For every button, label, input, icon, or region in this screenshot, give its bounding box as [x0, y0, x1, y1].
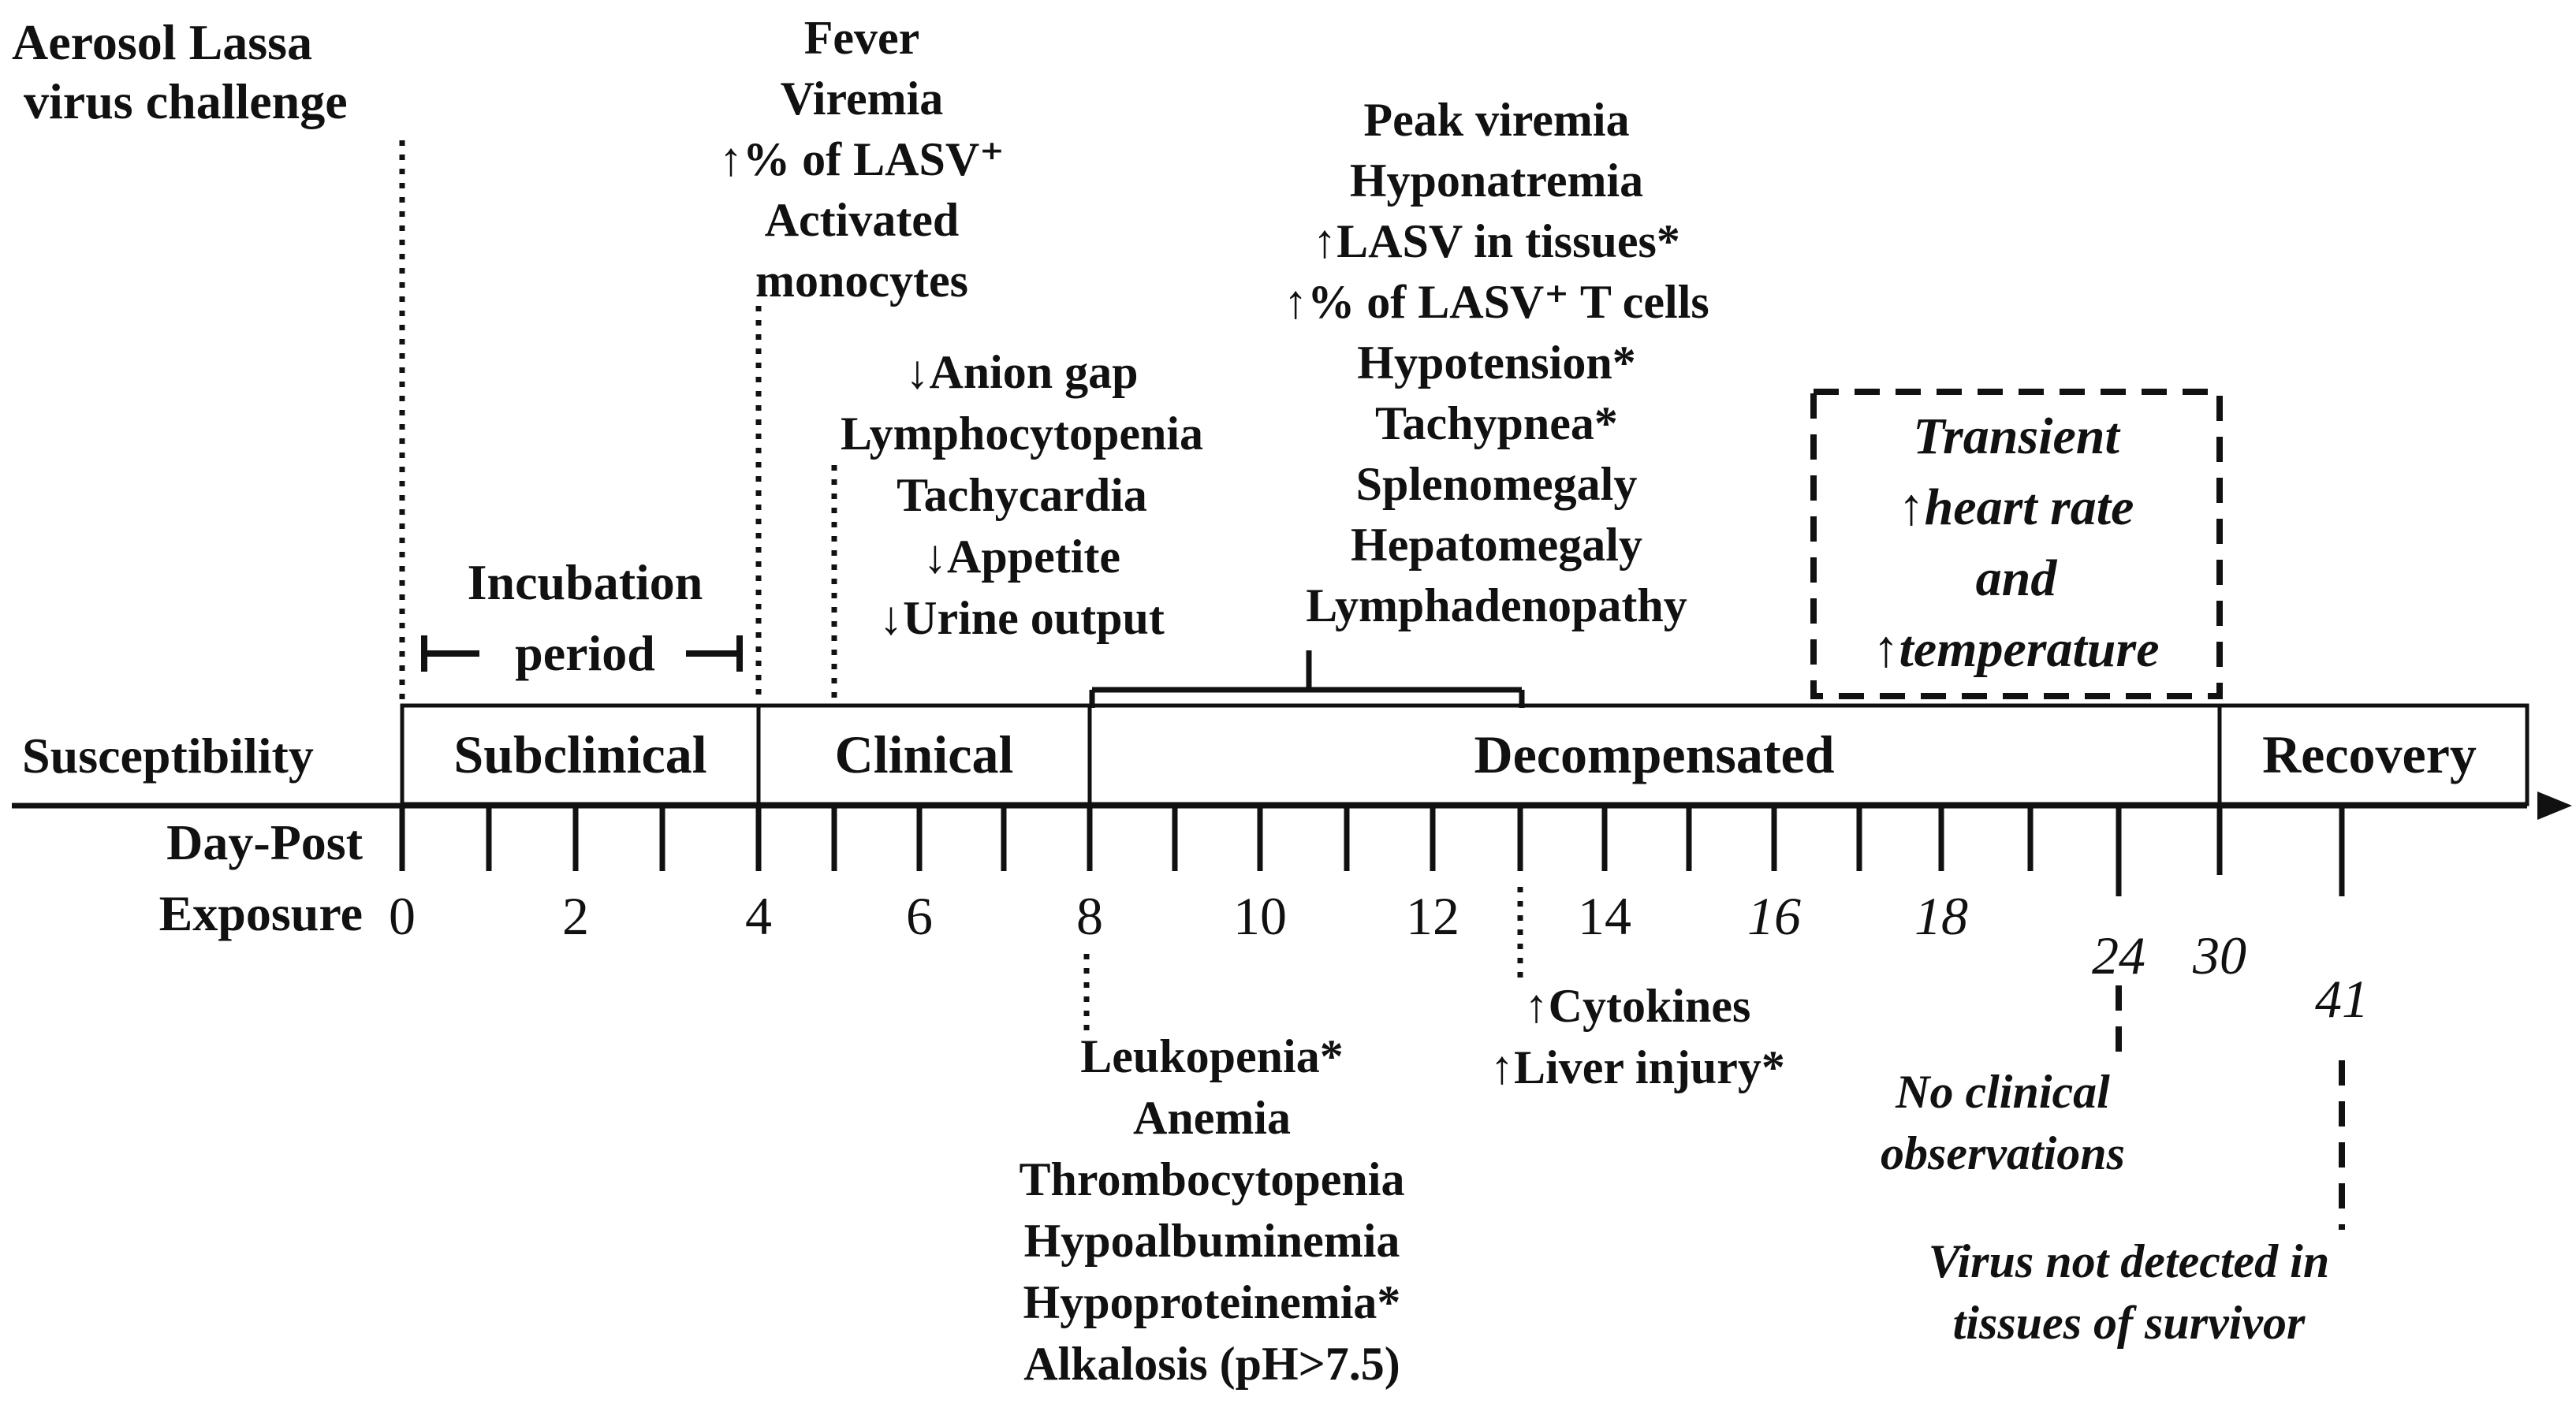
incubation-label: Incubation period	[468, 554, 703, 681]
annotation-day24-below: No clinical observations	[1881, 1066, 2125, 1179]
annotation-day8-below-line-4: Hypoalbuminemia	[1024, 1215, 1400, 1267]
tick-label-4: 4	[745, 886, 772, 946]
annotation-day24-below-line-2: observations	[1881, 1127, 2125, 1179]
annotation-transient-line-4: ↑temperature	[1873, 620, 2160, 678]
dashed-guides	[1810, 389, 2345, 1230]
annotation-day4-line-1: Fever	[804, 12, 920, 64]
tick-label-30: 30	[2192, 925, 2246, 985]
annotation-day8-13-line-2: Hyponatremia	[1350, 155, 1643, 207]
annotation-day8-13-line-6: Tachypnea*	[1375, 397, 1618, 449]
annotation-day5-line-2: Lymphocytopenia	[841, 408, 1203, 460]
annotation-day8-below-line-1: Leukopenia*	[1080, 1030, 1343, 1082]
annotation-day8-13-line-8: Hepatomegaly	[1351, 519, 1642, 571]
annotation-day8-below-line-6: Alkalosis (pH>7.5)	[1023, 1338, 1400, 1390]
incubation-label-line-2: period	[515, 625, 655, 681]
annotation-day5-line-3: Tachycardia	[897, 469, 1147, 521]
axis-title-line-1: Day-Post	[166, 814, 363, 870]
axis-arrowhead	[2537, 791, 2572, 820]
tick-label-14: 14	[1578, 886, 1631, 946]
axis-ticks	[399, 806, 2345, 896]
annotation-day8-below-line-2: Anemia	[1133, 1092, 1291, 1144]
annotation-day8-13-line-7: Splenomegaly	[1356, 458, 1638, 510]
annotation-day13-below-line-1: ↑Cytokines	[1525, 980, 1751, 1032]
annotation-day4-line-5: monocytes	[755, 255, 968, 307]
annotation-day4-line-2: Viremia	[781, 73, 944, 125]
incubation-label-line-1: Incubation	[468, 554, 703, 610]
tick-label-0: 0	[389, 886, 416, 946]
transient-box	[1810, 389, 2223, 699]
tick-label-8: 8	[1076, 886, 1103, 946]
annotation-day41-below: Virus not detected in tissues of survivor	[1929, 1235, 2329, 1349]
annotation-day8-13-line-5: Hypotension*	[1357, 337, 1635, 389]
annotation-day8-below: Leukopenia* AnemiaThrombocytopeniaHypoalb…	[1020, 1030, 1405, 1390]
annotation-day4-line-4: Activated	[765, 194, 960, 246]
start-label: Aerosol Lassa virus challenge	[12, 14, 348, 129]
annotation-transient-line-2: ↑heart rate	[1899, 479, 2134, 536]
axis-title-line-2: Exposure	[159, 885, 363, 941]
annotation-day8-13-line-4: ↑% of LASV⁺ T cells	[1284, 276, 1709, 328]
tick-label-10: 10	[1233, 886, 1287, 946]
annotation-day24-below-line-1: No clinical	[1895, 1066, 2110, 1118]
tick-label-6: 6	[906, 886, 933, 946]
annotation-day41-below-line-1: Virus not detected in	[1929, 1235, 2329, 1287]
annotation-transient: Transient ↑heart rate and ↑temperature	[1873, 408, 2160, 678]
annotation-day8-below-line-5: Hypoproteinemia*	[1023, 1276, 1401, 1328]
phase-bar: Subclinical Clinical Decompensated Recov…	[400, 703, 2529, 806]
tick-label-2: 2	[562, 886, 589, 946]
tick-label-16: 16	[1747, 886, 1801, 946]
annotation-day8-below-line-3: Thrombocytopenia	[1020, 1153, 1405, 1205]
dotted-guides	[399, 140, 1523, 1033]
tick-label-12: 12	[1406, 886, 1459, 946]
timeline-axis	[12, 791, 2572, 896]
phase-label-decompensated: Decompensated	[1474, 724, 1834, 784]
annotation-transient-line-3: and	[1976, 549, 2058, 607]
annotation-day13-below-line-2: ↑Liver injury*	[1490, 1041, 1785, 1093]
annotation-day8-13-line-3: ↑LASV in tissues*	[1313, 215, 1680, 267]
axis-title: Day-Post Exposure	[159, 814, 363, 941]
annotation-day13-below: ↑Cytokines ↑Liver injury*	[1490, 980, 1785, 1093]
incubation-bracket	[421, 635, 743, 672]
annotation-transient-line-1: Transient	[1913, 408, 2120, 465]
start-label-line-2: virus challenge	[24, 73, 348, 129]
tick-label-18: 18	[1914, 886, 1968, 946]
start-label-line-1: Aerosol Lassa	[12, 14, 312, 70]
annotation-day8-13-line-9: Lymphadenopathy	[1306, 579, 1687, 631]
susceptibility-label: Susceptibility	[22, 728, 314, 784]
annotation-day4-line-3: ↑% of LASV⁺	[719, 133, 1005, 185]
tick-label-24: 24	[2092, 925, 2145, 985]
phase-label-subclinical: Subclinical	[453, 724, 706, 784]
phase-label-clinical: Clinical	[835, 724, 1014, 784]
annotation-day5-line-5: ↓Urine output	[879, 592, 1165, 644]
annotation-day5-line-1: ↓Anion gap	[905, 346, 1138, 398]
annotation-day41-below-line-2: tissues of survivor	[1953, 1297, 2306, 1349]
annotation-day5-line-4: ↓Appetite	[923, 531, 1120, 583]
decompensated-brace	[1089, 650, 1525, 708]
tick-label-41: 41	[2315, 969, 2369, 1029]
phase-label-recovery: Recovery	[2262, 724, 2477, 784]
annotation-day8-13-line-1: Peak viremia	[1363, 94, 1629, 146]
